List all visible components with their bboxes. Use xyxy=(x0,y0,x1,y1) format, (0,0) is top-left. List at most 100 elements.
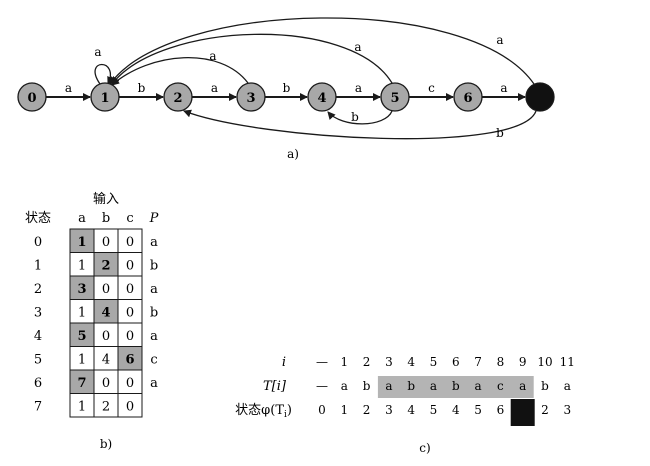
trace-state-value: 4 xyxy=(452,403,460,417)
row-state: 3 xyxy=(34,305,42,320)
state-label: 4 xyxy=(317,91,326,106)
table-cell-value: 4 xyxy=(102,352,110,367)
state-4 xyxy=(307,82,337,112)
column-header-a: a xyxy=(78,211,86,226)
edge-back-5-4 xyxy=(327,110,393,125)
state-label: 1 xyxy=(100,91,109,106)
table-cell-value: 0 xyxy=(126,305,134,320)
table-cell-value: 0 xyxy=(102,235,110,250)
trace-T-value: b xyxy=(452,379,460,393)
row-p: c xyxy=(150,352,157,367)
caption-c: c) xyxy=(419,441,430,455)
edge-back-7-1 xyxy=(109,17,535,85)
state-2 xyxy=(163,82,193,112)
table-cell-value: 0 xyxy=(102,282,110,297)
trace-label-state: 状态φ(Ti) xyxy=(235,403,292,420)
trace-label-i: i xyxy=(282,355,286,370)
accept-state xyxy=(525,82,555,112)
trace-T-value: a xyxy=(519,379,526,393)
trace-state-value: 2 xyxy=(363,403,371,417)
trace-T-value: a xyxy=(564,379,571,393)
row-state: 4 xyxy=(34,329,42,344)
trace-i-value: 3 xyxy=(385,355,393,369)
table-cell-value: 0 xyxy=(126,235,134,250)
input-header: 输入 xyxy=(93,191,119,207)
row-state: 7 xyxy=(34,399,42,414)
table-cell-value: 0 xyxy=(126,329,134,344)
column-header-c: c xyxy=(126,211,133,226)
trace-i-value: — xyxy=(316,355,328,369)
table-cell-value: 2 xyxy=(101,258,110,273)
state-header: 状态 xyxy=(25,211,51,226)
trace-i-value: 9 xyxy=(519,355,527,369)
state-0 xyxy=(17,82,47,112)
table-cell-value: 1 xyxy=(78,399,86,414)
trace-T-value: a xyxy=(385,379,392,393)
state-label: 6 xyxy=(463,91,472,106)
edge-label: b xyxy=(351,110,359,124)
edge-label: a xyxy=(209,49,216,63)
state-label: 0 xyxy=(27,91,36,106)
trace-highlight xyxy=(377,376,535,426)
row-p: a xyxy=(150,376,158,391)
state-3 xyxy=(236,82,266,112)
edge-label: a xyxy=(94,45,101,59)
row-state: 1 xyxy=(34,258,42,273)
trace-state-value: 1 xyxy=(340,403,348,417)
row-p: a xyxy=(150,235,158,250)
caption-b: b) xyxy=(100,437,112,451)
trace-i-value: 8 xyxy=(497,355,505,369)
trace-i-value: 7 xyxy=(474,355,482,369)
edge-back-1-1 xyxy=(94,63,115,85)
table-cell-value: 3 xyxy=(77,282,86,297)
accept-cell xyxy=(510,399,535,426)
trace-i-value: 1 xyxy=(340,355,348,369)
edge-label: c xyxy=(428,81,435,95)
trace-state-value: 6 xyxy=(497,403,505,417)
row-p: b xyxy=(150,305,158,320)
state-1 xyxy=(90,82,120,112)
table-cell-value: 1 xyxy=(78,258,86,273)
trace-i-value: 5 xyxy=(430,355,438,369)
table-cell-value: 1 xyxy=(78,352,86,367)
trace-i-value: 4 xyxy=(407,355,415,369)
table-cell-value: 1 xyxy=(78,305,86,320)
table-cell-value: 0 xyxy=(126,258,134,273)
table-cell-value: 4 xyxy=(101,305,110,320)
trace-i-value: 2 xyxy=(363,355,371,369)
table-cell-value: 0 xyxy=(102,329,110,344)
trace-T-value: a xyxy=(430,379,437,393)
match-band xyxy=(377,376,534,398)
row-p: a xyxy=(150,282,158,297)
trace-T-value: — xyxy=(316,379,328,393)
edge-label: b xyxy=(138,81,146,95)
table-cell-value: 0 xyxy=(126,399,134,414)
trace-state-value: 5 xyxy=(430,403,438,417)
row-state: 5 xyxy=(34,352,42,367)
edge-label: a xyxy=(65,81,72,95)
row-state: 6 xyxy=(34,376,42,391)
trace-T-value: b xyxy=(541,379,549,393)
row-state: 0 xyxy=(34,235,42,250)
trace-state-value: 3 xyxy=(563,403,571,417)
table-cell-value: 7 xyxy=(77,376,86,391)
table-cell-value: 5 xyxy=(77,329,86,344)
table-cell-value: 0 xyxy=(126,376,134,391)
edge-back-5-1 xyxy=(111,33,393,85)
table-cell-value: 0 xyxy=(126,282,134,297)
table-cell xyxy=(117,393,143,418)
row-p: b xyxy=(150,258,158,273)
state-label: 2 xyxy=(173,91,182,106)
edge-label: a xyxy=(355,81,362,95)
trace-T-value: a xyxy=(341,379,348,393)
trace-state-value: 5 xyxy=(474,403,482,417)
table-cell-value: 1 xyxy=(77,235,86,250)
trace-T-value: b xyxy=(363,379,371,393)
caption-a: a) xyxy=(287,147,299,161)
